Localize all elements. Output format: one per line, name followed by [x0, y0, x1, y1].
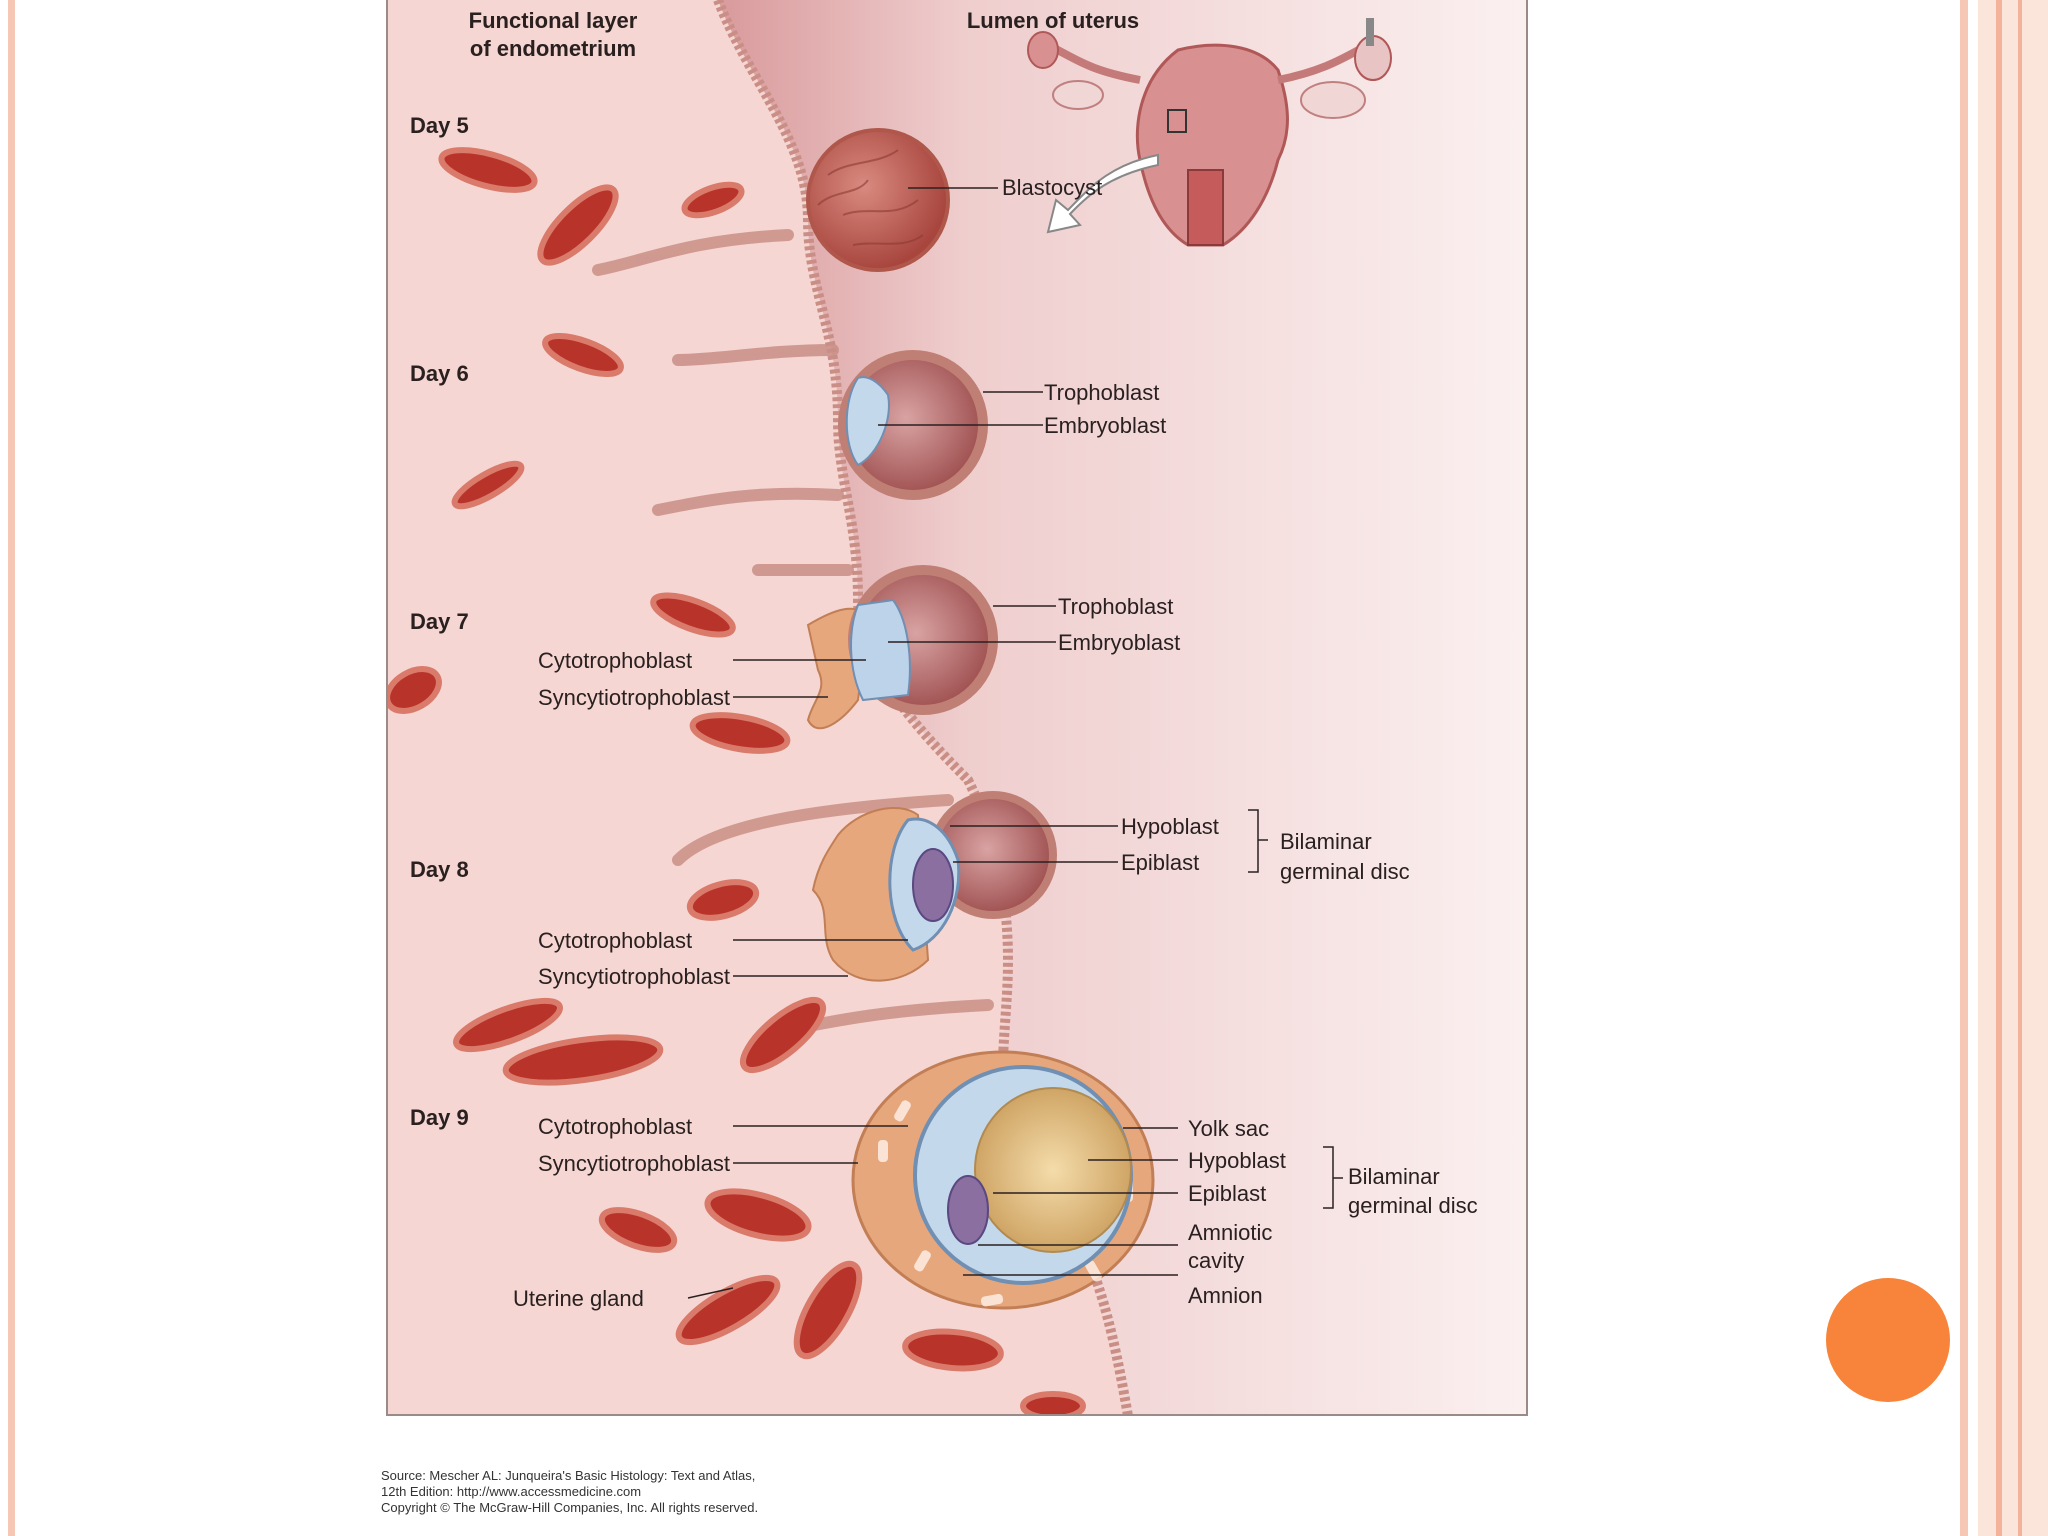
slide-border-left	[8, 0, 15, 1536]
slide-border-right-stripe-2	[2018, 0, 2022, 1536]
label-hypoblast-day9: Hypoblast	[1188, 1148, 1286, 1173]
implantation-diagram: Functional layer of endometrium Lumen of…	[386, 0, 1528, 1416]
label-bilaminar-day9: Bilaminar	[1348, 1164, 1440, 1189]
label-cytotrophoblast-day8: Cytotrophoblast	[538, 928, 692, 953]
slide-border-right-line	[1960, 0, 1968, 1536]
label-uterine-gland: Uterine gland	[513, 1286, 644, 1311]
header-functional-layer: Functional layer	[469, 8, 638, 33]
label-germinal-disc-day8: germinal disc	[1280, 859, 1410, 884]
label-syncytiotrophoblast-day8: Syncytiotrophoblast	[538, 964, 730, 989]
label-embryoblast-day7: Embryoblast	[1058, 630, 1180, 655]
label-blastocyst: Blastocyst	[1002, 175, 1102, 200]
source-line-3: Copyright © The McGraw-Hill Companies, I…	[381, 1500, 759, 1515]
blastocyst-day8	[811, 791, 1057, 982]
header-endometrium: of endometrium	[470, 36, 636, 61]
source-citation: Source: Mescher AL: Junqueira's Basic Hi…	[381, 1468, 758, 1516]
blastocyst-day5	[806, 128, 950, 272]
label-cytotrophoblast-day9: Cytotrophoblast	[538, 1114, 692, 1139]
label-amniotic: Amniotic	[1188, 1220, 1272, 1245]
orange-circle-decoration	[1826, 1278, 1950, 1402]
label-embryoblast-day6: Embryoblast	[1044, 413, 1166, 438]
label-bilaminar-day8: Bilaminar	[1280, 829, 1372, 854]
source-line-2: 12th Edition: http://www.accessmedicine.…	[381, 1484, 642, 1499]
uterus-inset-illustration	[1027, 18, 1392, 247]
label-trophoblast-day7: Trophoblast	[1058, 594, 1173, 619]
leader-lines	[687, 187, 1343, 1299]
slide-border-right-stripe-1	[1996, 0, 2002, 1536]
label-epiblast-day9: Epiblast	[1188, 1181, 1266, 1206]
day-9-label: Day 9	[410, 1105, 469, 1130]
label-germinal-disc-day9: germinal disc	[1348, 1193, 1478, 1218]
label-epiblast-day8: Epiblast	[1121, 850, 1199, 875]
label-syncytiotrophoblast-day7: Syncytiotrophoblast	[538, 685, 730, 710]
header-lumen: Lumen of uterus	[967, 8, 1139, 33]
label-amnion: Amnion	[1188, 1283, 1263, 1308]
label-syncytiotrophoblast-day9: Syncytiotrophoblast	[538, 1151, 730, 1176]
blastocyst-day7	[806, 565, 998, 730]
label-yolk-sac: Yolk sac	[1188, 1116, 1269, 1141]
day-8-label: Day 8	[410, 857, 469, 882]
label-trophoblast-day6: Trophoblast	[1044, 380, 1159, 405]
slide-border-right-band	[1978, 0, 2048, 1536]
day-6-label: Day 6	[410, 361, 469, 386]
label-cavity: cavity	[1188, 1248, 1244, 1273]
label-hypoblast-day8: Hypoblast	[1121, 814, 1219, 839]
blood-vessels	[388, 147, 1086, 1414]
source-line-1: Source: Mescher AL: Junqueira's Basic Hi…	[381, 1468, 756, 1483]
blastocyst-day9	[851, 1050, 1155, 1310]
day-5-label: Day 5	[410, 113, 469, 138]
diagram-canvas: Functional layer of endometrium Lumen of…	[388, 0, 1526, 1414]
day-7-label: Day 7	[410, 609, 469, 634]
label-cytotrophoblast-day7: Cytotrophoblast	[538, 648, 692, 673]
